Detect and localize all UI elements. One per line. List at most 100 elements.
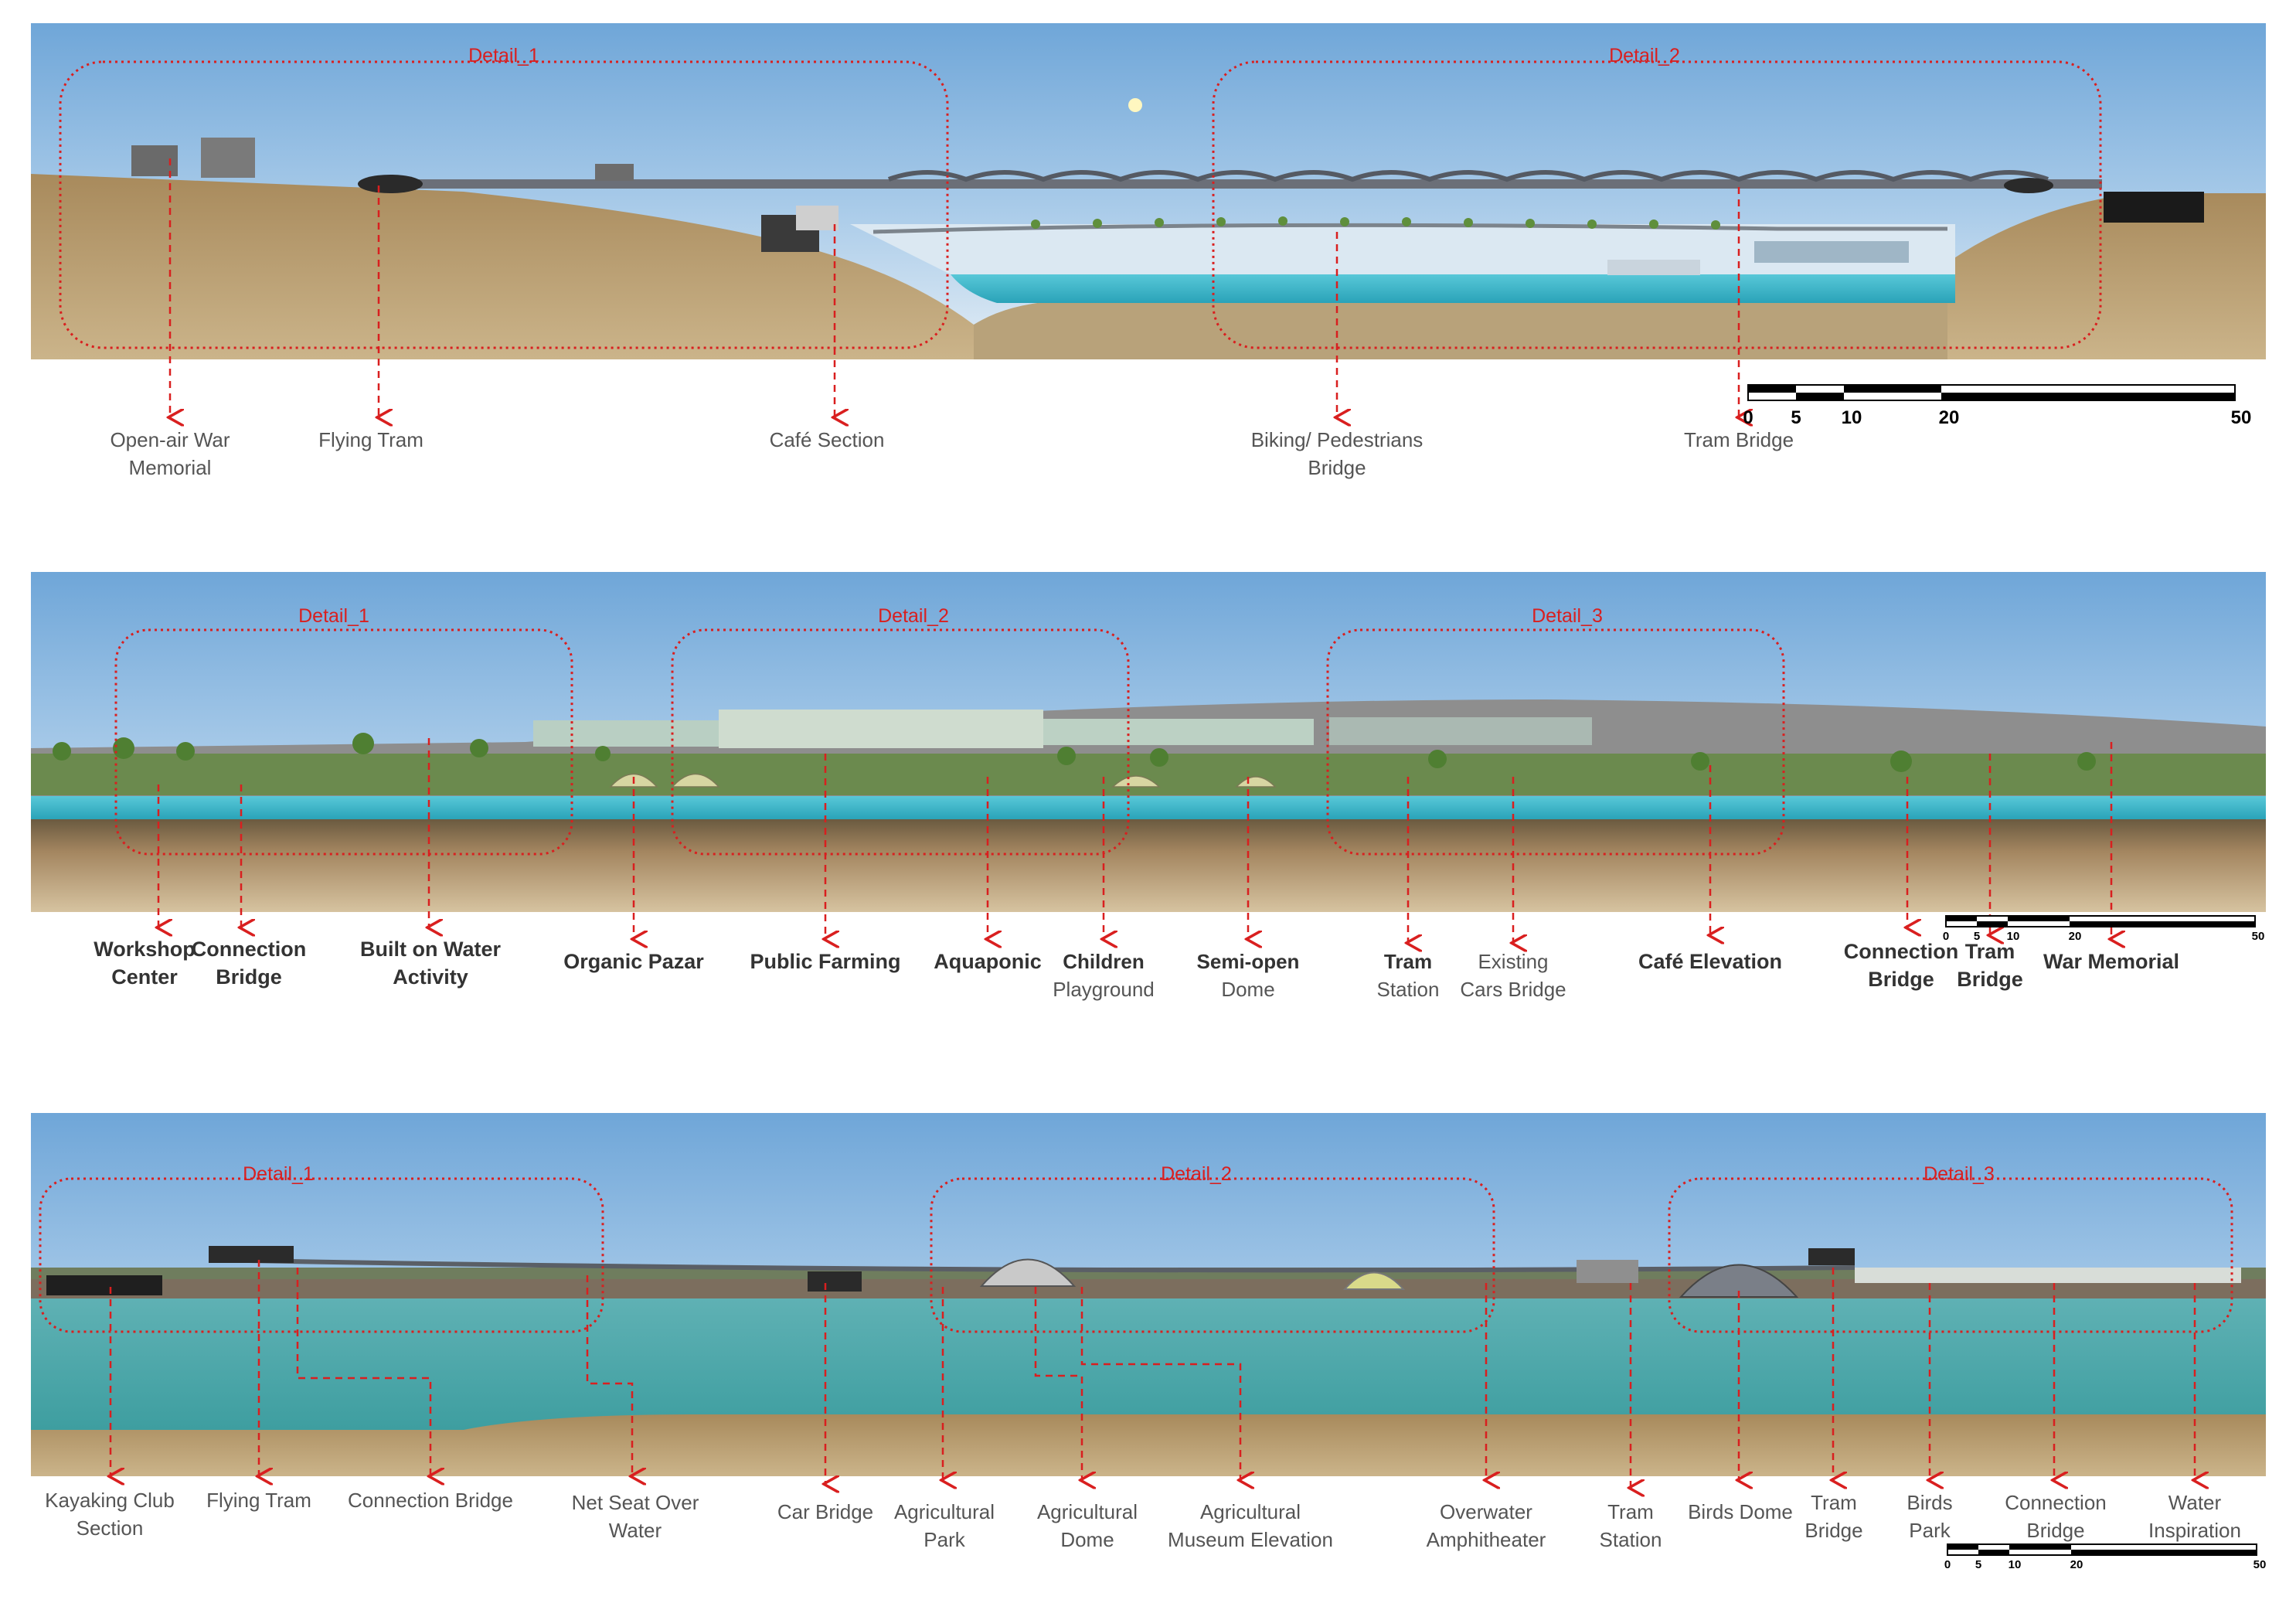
label-aquaponic: Aquaponic [934, 950, 1042, 973]
buildings [1329, 717, 1592, 745]
basin-floor [974, 301, 1947, 359]
svg-text:5: 5 [1975, 1558, 1981, 1571]
buildings [719, 710, 1043, 748]
pedestrian-bridge [872, 223, 1947, 234]
buildings [1043, 719, 1314, 745]
svg-text:50: 50 [2231, 407, 2252, 428]
flying-tram-icon [2004, 178, 2053, 193]
bridge-trees [1031, 216, 1720, 230]
svg-text:0: 0 [1743, 407, 1753, 428]
scale-bar: 0 5 10 20 50 [1743, 384, 2252, 428]
amphitheater-dome-icon [1342, 1271, 1406, 1290]
birds-dome-icon [1679, 1264, 1799, 1298]
detail-label: Detail_1 [468, 45, 539, 66]
detail-box-1 [114, 628, 573, 856]
far-buildings [1754, 241, 1909, 263]
riverbed [31, 1414, 2266, 1476]
label-cafe-section: Café Section [770, 428, 885, 451]
label-birds-dome: Birds Dome [1688, 1500, 1793, 1523]
tunnel-portal [2104, 192, 2204, 223]
detail-label: Detail_2 [1609, 45, 1680, 66]
detail-box-3 [1326, 628, 1785, 856]
ground-section [31, 819, 2266, 912]
detail-label: Detail_3 [1924, 1163, 1995, 1185]
svg-text:50: 50 [2252, 930, 2265, 943]
label-war-memorial: War Memorial [2043, 950, 2179, 973]
memorial-structure [595, 164, 634, 181]
flying-tram-icon [1808, 1248, 1855, 1265]
water-body [951, 274, 1955, 303]
label-cafe-elevation: Café Elevation [1638, 950, 1782, 973]
svg-text:0: 0 [1943, 930, 1949, 943]
detail-label: Detail_1 [243, 1163, 314, 1185]
svg-text:0: 0 [1944, 1558, 1951, 1571]
label-public-farming: Public Farming [750, 950, 900, 973]
svg-text:5: 5 [1791, 407, 1801, 428]
river-water [31, 1298, 2266, 1430]
detail-box-1 [39, 1177, 604, 1333]
far-buildings [1607, 260, 1700, 275]
svg-text:20: 20 [1939, 407, 1960, 428]
label-car-bridge: Car Bridge [777, 1500, 873, 1523]
label-arrows [170, 158, 1739, 417]
scale-bar: 0 5 10 20 50 [1943, 915, 2265, 943]
flying-tram-icon [358, 175, 423, 193]
far-buildings [1855, 1268, 2241, 1283]
label-tram-bridge: Tram Bridge [1684, 428, 1794, 451]
label-arrows [158, 738, 2111, 943]
detail-box-3 [1668, 1177, 2233, 1333]
tram-station-block [1577, 1260, 1638, 1283]
svg-text:50: 50 [2253, 1558, 2267, 1571]
svg-text:20: 20 [2070, 1558, 2083, 1571]
sun-icon [1128, 98, 1142, 112]
vegetation-band [31, 754, 2266, 795]
memorial-structure [201, 138, 255, 178]
label-flying-tram: Flying Tram [206, 1489, 311, 1512]
flying-tram-icon [209, 1246, 294, 1263]
tree-row [53, 733, 2096, 772]
terrain-right [1947, 193, 2266, 359]
water-body [31, 796, 2266, 819]
detail-label: Detail_2 [878, 605, 949, 627]
detail-label: Detail_2 [1161, 1163, 1232, 1185]
bridge-truss [887, 170, 2049, 182]
terrain-left [31, 174, 974, 359]
svg-text:10: 10 [2007, 930, 2020, 943]
detail-box-2 [671, 628, 1130, 856]
agricultural-dome-icon [979, 1258, 1077, 1287]
detail-label: Detail_3 [1532, 605, 1603, 627]
tram-bridge-deck [417, 179, 2102, 189]
label-organic-pazar: Organic Pazar [563, 950, 704, 973]
detail-label: Detail_1 [298, 605, 369, 627]
car-bridge-block [808, 1271, 862, 1292]
cafe-block [796, 206, 838, 230]
svg-text:10: 10 [1842, 407, 1862, 428]
svg-text:20: 20 [2069, 930, 2082, 943]
section-panel-3: Detail_1 Detail_2 Detail_3 Kayaking Club… [31, 1113, 2266, 1571]
label-arrows [111, 1260, 2195, 1488]
